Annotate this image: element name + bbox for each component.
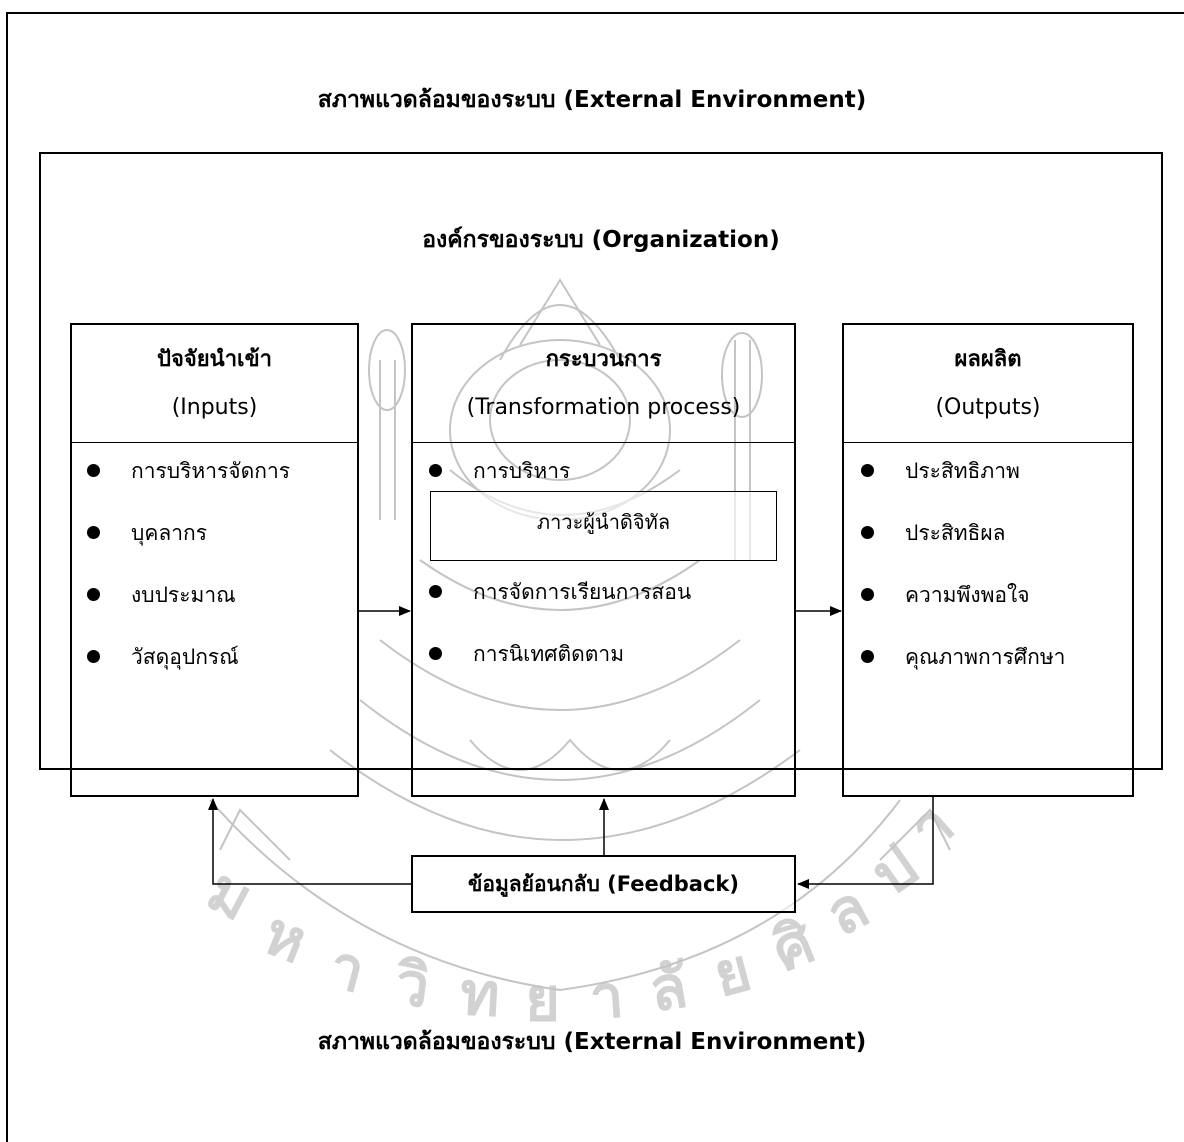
list-item-label: การนิเทศติดตาม <box>473 642 625 666</box>
bullet-icon <box>861 464 874 477</box>
organization-label: องค์กรของระบบ (Organization) <box>422 227 780 253</box>
feedback-box: ข้อมูลย้อนกลับ (Feedback) <box>411 855 796 913</box>
list-item: ความพึงพอใจ <box>861 580 1129 610</box>
bullet-icon <box>87 464 100 477</box>
arrow-outputs-to-feedback <box>797 797 934 889</box>
list-item-label: บุคลากร <box>131 521 208 545</box>
list-item: การบริหาร <box>429 456 789 486</box>
svg-text:า: า <box>587 961 626 1033</box>
bullet-icon <box>87 650 100 663</box>
list-item-label: วัสดุอุปกรณ์ <box>131 645 239 669</box>
bullet-icon <box>87 526 100 539</box>
outputs-title: ผลผลิต <box>954 347 1022 372</box>
external-environment-frame <box>6 12 1184 1142</box>
process-box: กระบวนการ (Transformation process) การบร… <box>411 323 796 797</box>
environment-top-label: สภาพแวดล้อมของระบบ (External Environment… <box>317 87 867 113</box>
inputs-box: ปัจจัยนำเข้า (Inputs) การบริหารจัดการ บุ… <box>70 323 359 797</box>
svg-text:ย: ย <box>525 965 560 1035</box>
list-item: ประสิทธิภาพ <box>861 456 1129 486</box>
list-item: การจัดการเรียนการสอน <box>429 577 789 607</box>
list-item: คุณภาพการศึกษา <box>861 642 1129 672</box>
list-item: ประสิทธิผล <box>861 518 1129 548</box>
bullet-icon <box>429 464 442 477</box>
svg-text:ท: ท <box>458 959 501 1031</box>
bullet-icon <box>861 588 874 601</box>
list-item-label: ความพึงพอใจ <box>905 583 1030 607</box>
list-item-label: งบประมาณ <box>131 583 236 607</box>
list-item-label: ประสิทธิภาพ <box>905 459 1020 483</box>
outputs-box: ผลผลิต (Outputs) ประสิทธิภาพ ประสิทธิผล … <box>842 323 1134 797</box>
list-item: งบประมาณ <box>87 580 352 610</box>
arrow-feedback-to-inputs <box>208 798 411 885</box>
outputs-subtitle: (Outputs) <box>935 395 1041 420</box>
list-item-label: การจัดการเรียนการสอน <box>473 580 692 604</box>
list-item-label: การบริหารจัดการ <box>131 459 291 483</box>
list-item-label: การบริหาร <box>473 459 571 483</box>
inputs-title: ปัจจัยนำเข้า <box>157 347 272 372</box>
bullet-icon <box>429 647 442 660</box>
outputs-divider <box>844 442 1132 443</box>
inputs-subtitle: (Inputs) <box>171 395 258 420</box>
process-title: กระบวนการ <box>545 347 662 372</box>
bullet-icon <box>861 650 874 663</box>
bullet-icon <box>87 588 100 601</box>
list-item: บุคลากร <box>87 518 352 548</box>
list-item-label: ประสิทธิผล <box>905 521 1006 545</box>
list-item: การนิเทศติดตาม <box>429 639 789 669</box>
organization-frame <box>39 152 1163 770</box>
digital-leadership-box: ภาวะผู้นำดิจิทัล <box>430 491 777 561</box>
list-item-label: คุณภาพการศึกษา <box>905 645 1066 669</box>
process-divider <box>413 442 794 443</box>
bullet-icon <box>861 526 874 539</box>
list-item: วัสดุอุปกรณ์ <box>87 642 352 672</box>
bullet-icon <box>429 585 442 598</box>
list-item: การบริหารจัดการ <box>87 456 352 486</box>
process-subtitle: (Transformation process) <box>466 395 741 420</box>
environment-bottom-label-visible: สภาพแวดล้อมของระบบ (External Environment… <box>317 1029 867 1055</box>
inputs-divider <box>72 442 357 443</box>
